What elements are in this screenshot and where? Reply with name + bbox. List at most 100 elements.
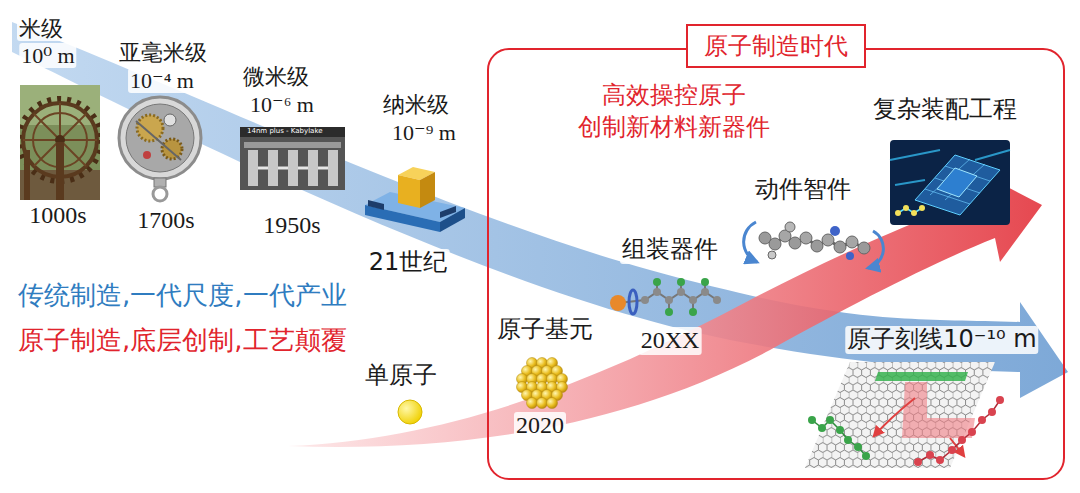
complex-assembly-render-part xyxy=(915,155,1000,215)
gold-cluster-part xyxy=(537,398,548,409)
molecular-machine-part xyxy=(789,237,801,249)
gold-cluster-part xyxy=(547,398,558,409)
chip-micrograph-part xyxy=(308,150,318,186)
region-title-tab: 原子制造时代 xyxy=(686,24,866,68)
molecular-machine-part xyxy=(785,222,795,232)
transistor-render-part xyxy=(398,175,420,208)
graphene-lattice-part xyxy=(914,458,922,466)
graphene-lattice-part xyxy=(988,408,996,416)
stage-label: 动件智件 xyxy=(753,176,853,204)
stage-label: 10⁻⁴ m xyxy=(128,68,196,93)
transistor-render-part xyxy=(420,172,435,208)
stage-label: 10⁰ m xyxy=(19,43,76,68)
stage-label: 亚毫米级 xyxy=(117,40,209,65)
complex-assembly-render xyxy=(890,140,1010,225)
molecular-machine-part xyxy=(800,232,812,244)
stage-label: 20XX xyxy=(639,327,702,355)
chip-micrograph-part xyxy=(240,127,345,190)
molecular-machine-part xyxy=(830,226,840,236)
graphene-lattice-part xyxy=(968,428,976,436)
complex-assembly-render-part xyxy=(890,140,1010,225)
molecular-machine-part xyxy=(834,241,846,253)
chip-micrograph-part xyxy=(288,150,298,186)
graphene-lattice-part xyxy=(996,396,1004,404)
pocket-watch-photo-part xyxy=(137,115,163,141)
stage-label: 1950s xyxy=(261,212,322,240)
graphene-lattice-part xyxy=(805,362,995,468)
molecular-machine-part xyxy=(768,251,776,259)
stage-label: 原子基元 xyxy=(495,316,595,344)
graphene-lattice xyxy=(805,362,1004,468)
graphene-lattice-part xyxy=(874,398,915,436)
molecular-machine-part xyxy=(744,222,757,262)
molecular-machine-part xyxy=(868,231,883,268)
pocket-watch-photo-part xyxy=(153,187,167,201)
transistor-render xyxy=(365,167,465,232)
graphene-lattice-part xyxy=(808,416,816,424)
chip-micrograph-part xyxy=(328,150,338,186)
graphene-lattice-part xyxy=(836,426,844,434)
chip-micrograph-part xyxy=(268,150,278,186)
pocket-watch-photo-part xyxy=(136,121,181,160)
assembled-molecule-part xyxy=(629,290,637,314)
assembled-molecule-part xyxy=(713,296,721,304)
slogan-text: 传统制造,一代尺度,一代产业 xyxy=(16,281,349,311)
stage-label: 10⁻⁹ m xyxy=(390,120,458,145)
graphene-lattice-part xyxy=(902,382,975,438)
gold-cluster-part xyxy=(527,398,538,409)
stage-label: 1000s xyxy=(27,202,88,230)
assembled-molecule-part xyxy=(689,296,697,304)
stage-label: 复杂装配工程 xyxy=(871,96,1019,124)
graphene-lattice-part xyxy=(826,416,834,424)
stage-label: 微米级 xyxy=(241,64,311,89)
stage-label: 2020 xyxy=(514,412,566,440)
complex-assembly-render-part xyxy=(898,208,922,213)
assembled-molecule-part xyxy=(641,296,649,304)
transistor-render-part xyxy=(440,206,456,218)
molecular-machine-part xyxy=(846,252,854,260)
chip-micrograph xyxy=(240,127,345,190)
stage-label: 10⁻⁶ m xyxy=(248,92,316,117)
molecular-machine-part xyxy=(846,236,858,248)
stage-label: 21世纪 xyxy=(367,249,450,277)
graphene-lattice-part xyxy=(844,436,852,444)
transistor-render-part xyxy=(368,200,384,210)
water-wheel-photo-part xyxy=(24,150,30,200)
molecular-machine-part xyxy=(858,242,870,254)
graphene-lattice-part xyxy=(854,443,862,451)
assembled-molecule-part xyxy=(689,308,697,316)
assembled-molecule-part xyxy=(618,282,717,312)
stage-label: 1700s xyxy=(135,207,196,235)
molecular-machine-part xyxy=(769,238,781,250)
assembled-molecule-part xyxy=(653,288,661,296)
chip-micrograph-part xyxy=(240,127,345,137)
graphene-lattice-part xyxy=(862,452,870,460)
complex-assembly-render-part xyxy=(903,205,909,211)
assembled-molecule-part xyxy=(665,308,673,316)
assembled-molecule-part xyxy=(677,288,685,296)
complex-assembly-render-part xyxy=(911,210,917,216)
water-wheel-photo-part xyxy=(56,142,64,200)
water-wheel-photo xyxy=(20,85,100,200)
graphene-lattice-part xyxy=(958,436,966,444)
pocket-watch-photo-part xyxy=(164,114,176,126)
graphene-lattice-part xyxy=(918,400,1000,462)
image-caption: 14nm plus - Kabylake xyxy=(245,128,325,135)
assembled-molecule-part xyxy=(610,295,626,311)
pocket-watch-photo-part xyxy=(143,151,151,159)
stage-label: 米级 xyxy=(17,16,65,41)
assembled-molecule xyxy=(610,278,721,316)
slogan-text: 原子制造,底层创制,工艺颠覆 xyxy=(16,326,349,356)
chip-micrograph-part xyxy=(244,142,341,148)
assembled-molecule-part xyxy=(677,278,685,286)
complex-assembly-render-part xyxy=(919,205,925,211)
graphene-lattice-part xyxy=(805,362,995,468)
stage-label: 组装器件 xyxy=(620,236,720,264)
assembled-molecule-part xyxy=(653,278,661,286)
molecular-machine xyxy=(744,222,884,268)
stage-label: 纳米级 xyxy=(381,92,451,117)
pocket-watch-photo-part xyxy=(126,104,194,172)
assembled-molecule-part xyxy=(701,288,709,296)
graphene-lattice-part xyxy=(818,424,826,432)
stage-label: 原子刻线10⁻¹⁰ m xyxy=(845,326,1038,354)
